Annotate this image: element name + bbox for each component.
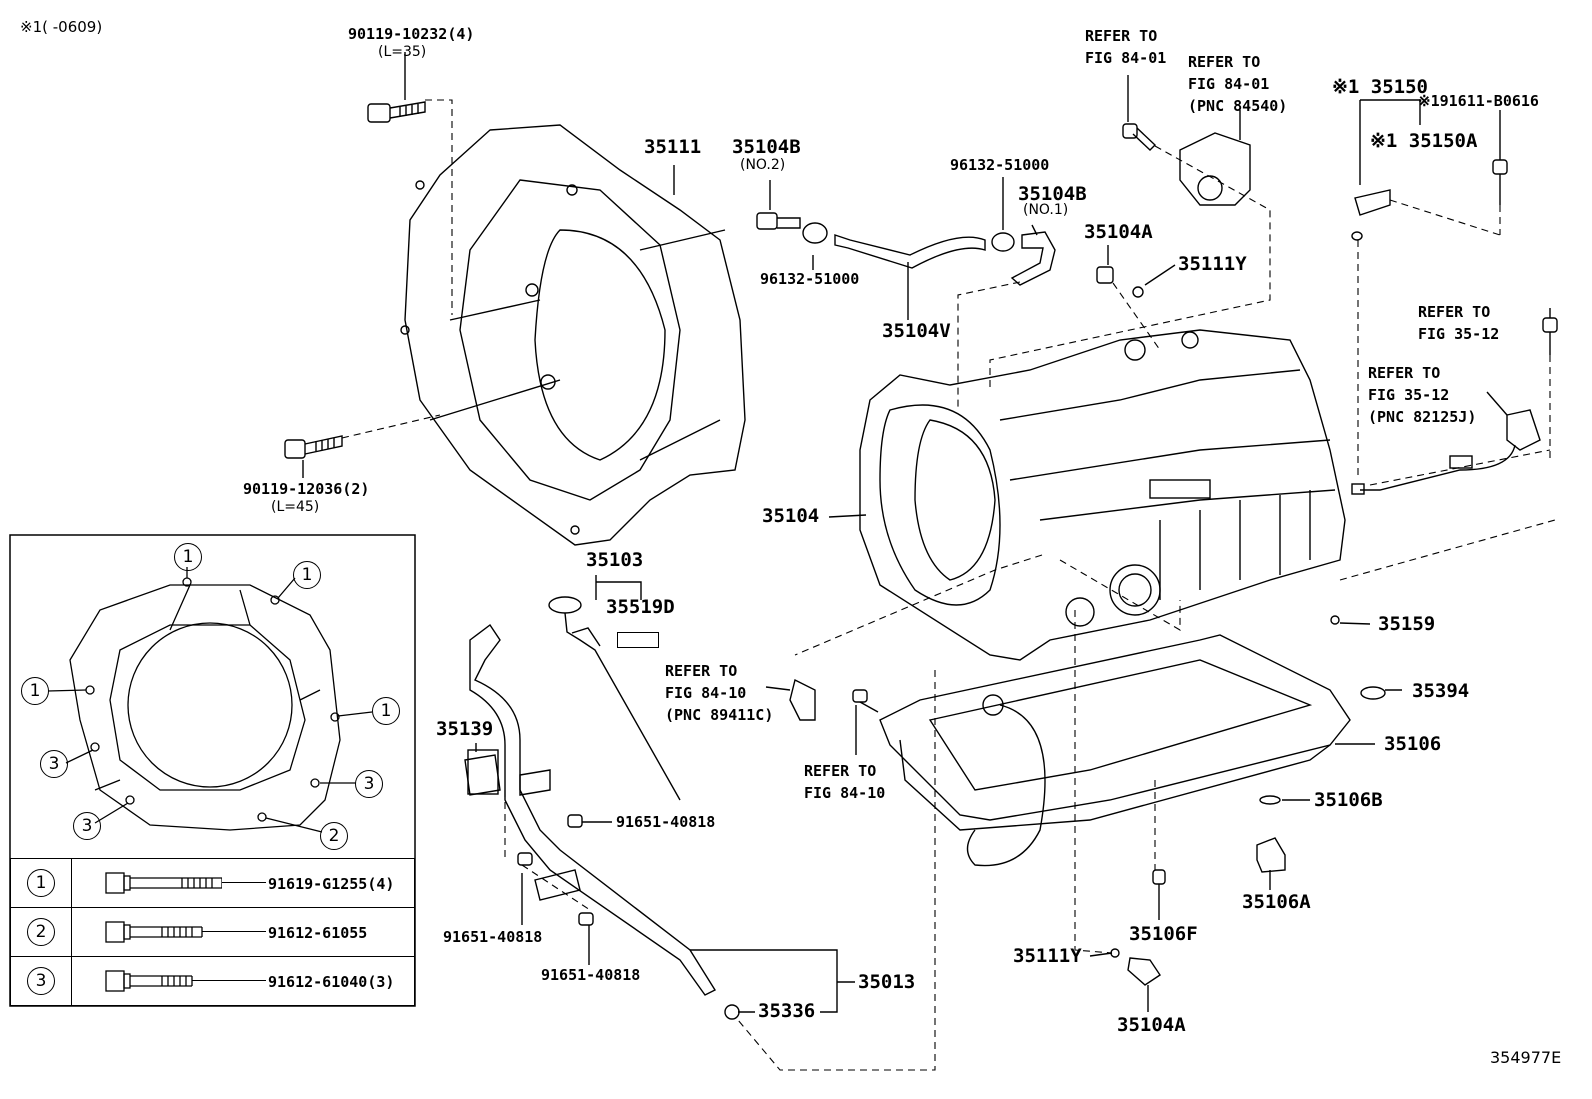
inset-marker-3: 3 xyxy=(40,750,68,778)
callout-91651-a[interactable]: 91651-40818 xyxy=(616,813,716,831)
dipstick-drawing xyxy=(548,596,681,801)
small-parts-drawing xyxy=(467,123,1558,986)
flange-bolt-icon xyxy=(105,872,222,894)
inset-bolt-position-panel xyxy=(9,534,416,1007)
bell-housing-drawing xyxy=(400,124,746,546)
dashed-alignment-lines xyxy=(341,99,1556,1071)
callout-35150[interactable]: ※1 35150 xyxy=(1332,76,1428,98)
callout-35106F[interactable]: 35106F xyxy=(1129,923,1198,945)
inset-marker-1: 1 xyxy=(21,677,49,705)
callout-35106[interactable]: 35106 xyxy=(1384,733,1442,755)
callout-35336[interactable]: 35336 xyxy=(758,1000,816,1022)
callout-35150A[interactable]: ※1 35150A xyxy=(1370,130,1478,152)
callout-35104B-no2[interactable]: 35104B xyxy=(732,136,801,158)
callout-90119-12036[interactable]: 90119-12036(2) xyxy=(243,480,370,498)
inset-marker-2: 2 xyxy=(320,822,348,850)
bolt-90119-12036-drawing xyxy=(284,435,343,459)
callout-90119-10232[interactable]: 90119-10232(4) xyxy=(348,25,475,43)
oil-pan-drawing xyxy=(879,634,1351,867)
legend-key: 3 xyxy=(10,956,72,1006)
inset-legend-table: 1 91619-G1255(4) 2 91612-61055 3 91612-6… xyxy=(10,858,415,1006)
callout-35106A[interactable]: 35106A xyxy=(1242,891,1311,913)
legend-part-number[interactable]: 91619-G1255(4) xyxy=(268,875,395,893)
legend-part-number[interactable]: 91612-61040(3) xyxy=(268,973,395,991)
figure-code: 354977E xyxy=(1490,1048,1562,1067)
callout-35104B-no1-sub: (NO.1) xyxy=(1023,202,1069,218)
caution-label-icon xyxy=(617,632,659,648)
legend-part-cell: 91619-G1255(4) xyxy=(71,858,415,908)
callout-35103[interactable]: 35103 xyxy=(586,549,644,571)
callout-35394[interactable]: 35394 xyxy=(1412,680,1470,702)
inset-marker-3: 3 xyxy=(73,812,101,840)
legend-row: 3 91612-61040(3) xyxy=(10,956,415,1006)
callout-91651-b[interactable]: 91651-40818 xyxy=(443,928,543,946)
callout-96132-bottom[interactable]: 96132-51000 xyxy=(760,270,860,288)
callout-90119-10232-length: (L=35) xyxy=(378,44,427,60)
callout-35111Y-top[interactable]: 35111Y xyxy=(1178,253,1247,275)
callout-35104B-no1[interactable]: 35104B xyxy=(1018,183,1087,205)
legend-key: 2 xyxy=(10,907,72,957)
legend-row: 2 91612-61055 xyxy=(10,907,415,957)
callout-35104V[interactable]: 35104V xyxy=(882,320,951,342)
callout-35106B[interactable]: 35106B xyxy=(1314,789,1383,811)
inset-marker-1: 1 xyxy=(293,561,321,589)
callout-35111[interactable]: 35111 xyxy=(644,136,702,158)
callout-35104B-no2-sub: (NO.2) xyxy=(740,157,786,173)
callout-35159[interactable]: 35159 xyxy=(1378,613,1436,635)
inset-marker-1: 1 xyxy=(372,697,400,725)
callout-96132-top[interactable]: 96132-51000 xyxy=(950,156,1050,174)
leader-lines xyxy=(302,52,1551,1013)
legend-row: 1 91619-G1255(4) xyxy=(10,858,415,908)
callout-35104A-top[interactable]: 35104A xyxy=(1084,221,1153,243)
transmission-case-drawing xyxy=(859,329,1346,661)
callout-35111Y-bottom[interactable]: 35111Y xyxy=(1013,945,1082,967)
inset-marker-3: 3 xyxy=(355,770,383,798)
callout-35139[interactable]: 35139 xyxy=(436,718,494,740)
callout-35104A-bottom[interactable]: 35104A xyxy=(1117,1014,1186,1036)
flange-bolt-icon xyxy=(105,970,193,992)
legend-part-number[interactable]: 91612-61055 xyxy=(268,924,368,942)
inset-marker-1: 1 xyxy=(174,543,202,571)
applicability-note: ※1( -0609) xyxy=(20,18,103,36)
callout-35104[interactable]: 35104 xyxy=(762,505,820,527)
flange-bolt-icon xyxy=(105,921,203,943)
legend-key: 1 xyxy=(10,858,72,908)
callout-191611-B0616[interactable]: ※191611-B0616 xyxy=(1418,92,1539,110)
legend-part-cell: 91612-61040(3) xyxy=(71,956,415,1006)
callout-91651-c[interactable]: 91651-40818 xyxy=(541,966,641,984)
callout-35013[interactable]: 35013 xyxy=(858,971,916,993)
callout-90119-12036-length: (L=45) xyxy=(271,499,320,515)
bolt-90119-10232-drawing xyxy=(367,101,426,123)
legend-part-cell: 91612-61055 xyxy=(71,907,415,957)
callout-35519D[interactable]: 35519D xyxy=(606,596,675,618)
